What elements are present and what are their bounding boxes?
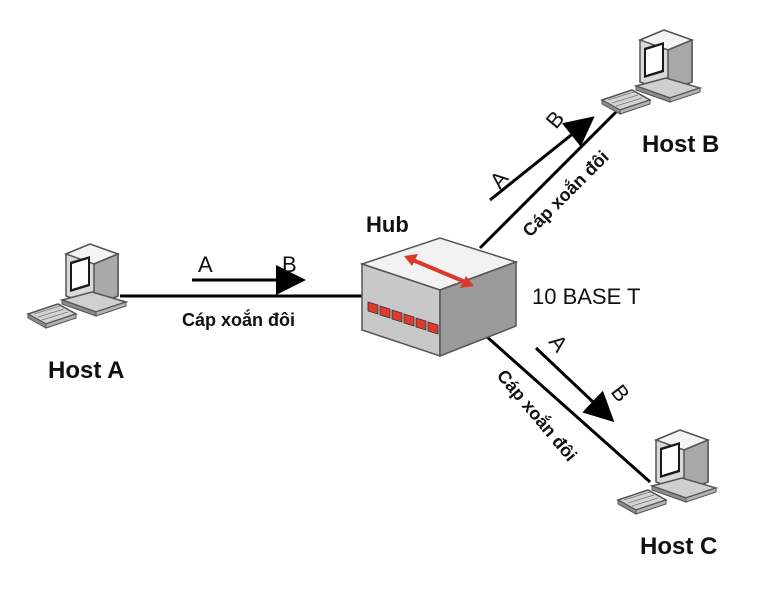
direction-to-label-c: B: [606, 380, 635, 407]
direction-from-label-c: A: [544, 330, 573, 357]
direction-to-label-b: B: [541, 106, 570, 133]
direction-to-label-a: B: [282, 252, 297, 277]
cable-label-b: Cáp xoắn đôi: [518, 146, 613, 241]
hub-label: Hub: [366, 212, 409, 237]
cable-label-a: Cáp xoắn đôi: [182, 309, 295, 330]
direction-from-label-b: A: [485, 166, 514, 194]
cable-host-c: [485, 334, 651, 484]
host-c-computer-icon: [617, 429, 717, 515]
cable-host-b: [478, 108, 620, 250]
host-b-label: Host B: [642, 131, 719, 158]
host-b-computer-icon: [601, 29, 701, 115]
hub-icon: [359, 237, 519, 358]
host-a-computer-icon: [27, 243, 127, 329]
direction-arrow-c: [534, 346, 615, 423]
direction-from-label-a: A: [198, 252, 213, 277]
hub-ports: [367, 301, 439, 335]
direction-arrow-b: [489, 116, 595, 202]
hub-standard-label: 10 BASE T: [532, 284, 640, 309]
host-a-label: Host A: [48, 357, 124, 384]
host-c-label: Host C: [640, 533, 717, 560]
